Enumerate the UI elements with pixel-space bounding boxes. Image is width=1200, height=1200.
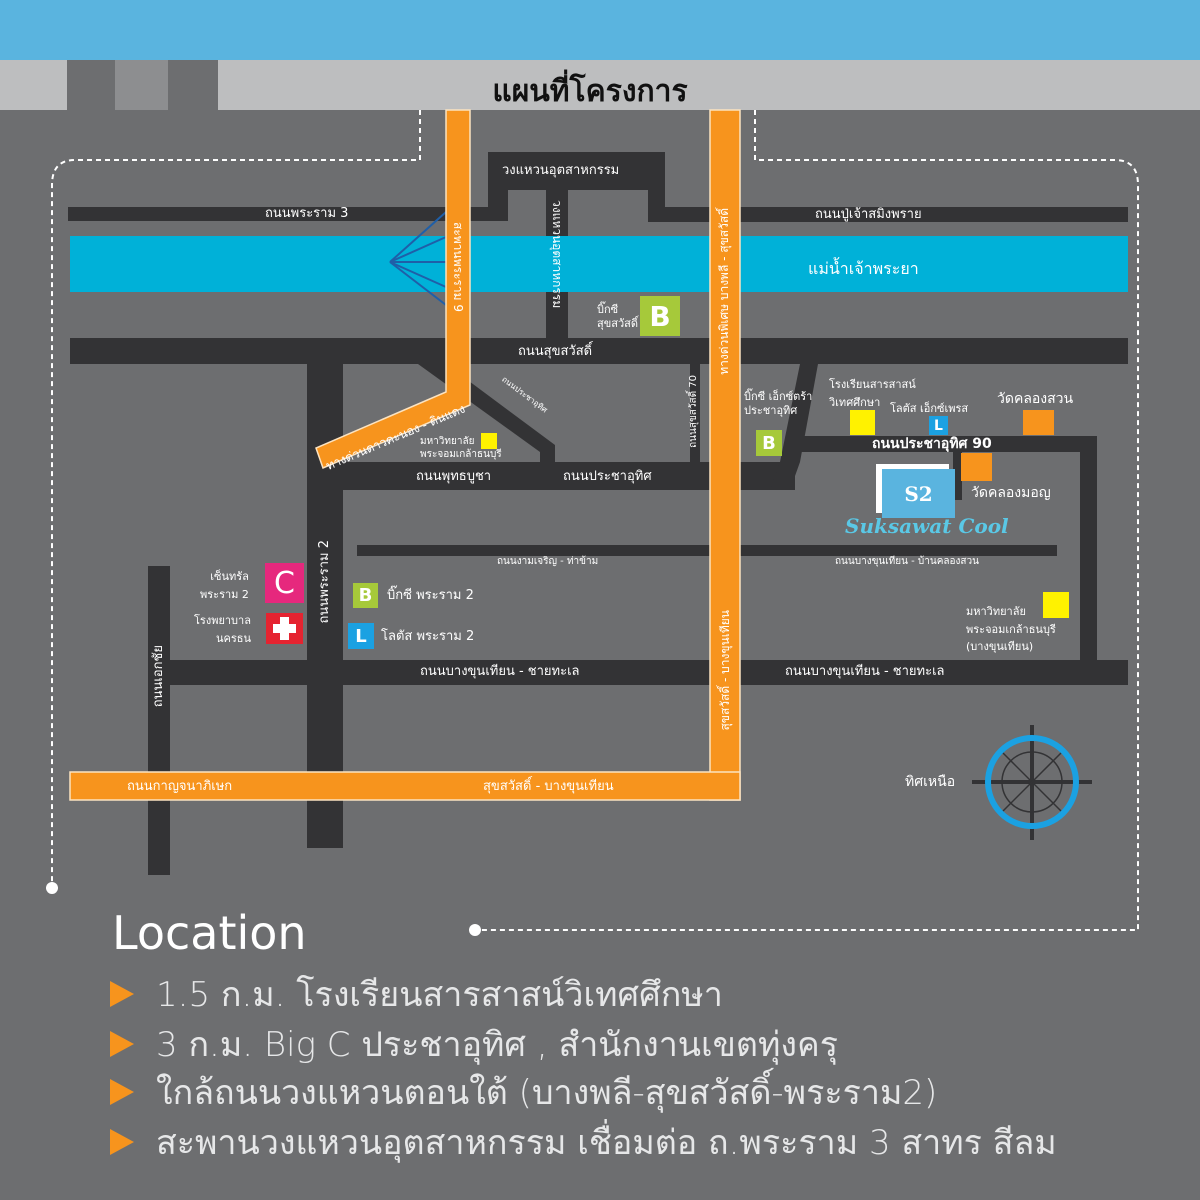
label-ngamcharoen: ถนนงามเจริญ - ท่าข้าม <box>497 556 599 567</box>
dashed-border <box>51 110 1139 931</box>
place-wat-klongmon: วัดคลองมอญ <box>971 485 1051 501</box>
place-lotus-express: โลตัส เอ็กซ์เพรส <box>890 402 969 415</box>
label-pracha-uthit90: ถนนประชาอุทิศ 90 <box>872 436 992 452</box>
label-bangkhunthian-klongsuan: ถนนบางขุนเทียน - บ้านคลองสวน <box>835 556 979 567</box>
place-bigc-suksawat: บิ๊กซีสุขสวัสดิ์ <box>597 303 638 330</box>
label-rama9-bridge: สะพานพระราม 9 <box>451 222 465 312</box>
label-ring-top: วงแหวนอุตสาหกรรม <box>502 163 620 178</box>
bullet-triangle-icon <box>110 1031 134 1057</box>
label-suksawat70: ถนนสุขสวัสดิ์ 70 <box>688 375 699 448</box>
road-suksawat70 <box>690 364 700 462</box>
label-rama2: ถนนพระราม 2 <box>317 540 332 624</box>
road-suksawat <box>70 338 1128 364</box>
label-kanchanaphisek: ถนนกาญจนาภิเษก <box>127 779 233 794</box>
expressway-rama9 <box>315 109 471 470</box>
expressways <box>69 109 741 801</box>
temple-marker <box>961 453 992 481</box>
place-lotus-rama2: โลตัส พระราม 2 <box>381 629 475 644</box>
label-suksawat-bkt-vertical: สุขสวัสดิ์ - บางขุนเทียน <box>718 610 732 731</box>
project-logo-icon: S2 <box>882 469 955 518</box>
road-ring-leg <box>488 152 508 221</box>
hospital-icon <box>266 613 303 644</box>
label-ring-vertical: วงแหวนอุตสาหกรรม <box>550 200 564 309</box>
place-kmutt: มหาวิทยาลัยพระจอมเกล้าธนบุรี <box>420 436 502 460</box>
project-logo: S2 <box>876 464 955 518</box>
road-pracha-uthit90-east <box>1080 436 1097 662</box>
central-marker: C <box>265 563 304 603</box>
place-wat-klongsuan: วัดคลองสวน <box>997 391 1074 407</box>
lotus-marker: L <box>929 416 948 435</box>
road-ring-leg <box>648 152 665 222</box>
bullet-triangle-icon <box>110 981 134 1007</box>
location-item: ใกล้ถนนวงแหวนตอนใต้ (บางพลี-สุขสวัสดิ์-พ… <box>110 1065 937 1119</box>
location-item: สะพานวงแหวนอุตสาหกรรม เชื่อมต่อ ถ.พระราม… <box>110 1115 1057 1169</box>
location-item: 3 ก.ม. Big C ประชาอุทิศ , สำนักงานเขตทุ่… <box>110 1017 838 1071</box>
bigc-marker: B <box>640 296 680 336</box>
compass-label: ทิศเหนือ <box>905 774 956 790</box>
label-bkt-right: ถนนบางขุนเทียน - ชายทะเล <box>785 664 945 679</box>
border-dot <box>469 924 481 936</box>
road-pracha-uthit90 <box>795 436 1097 452</box>
label-suksawat-bkt-bottom: สุขสวัสดิ์ - บางขุนเทียน <box>483 779 614 794</box>
label-river: แม่น้ำเจ้าพระยา <box>808 259 919 278</box>
place-hospital: โรงพยาบาลนครธน <box>194 614 251 645</box>
label-pu-chao: ถนนปู่เจ้าสมิงพราย <box>815 207 922 222</box>
place-central: เซ็นทรัลพระราม 2 <box>200 570 249 601</box>
bridge-cables <box>389 211 447 306</box>
expressway-bottom <box>69 771 741 801</box>
border-dot <box>46 882 58 894</box>
temple-marker <box>1023 410 1054 435</box>
top-bar <box>0 0 1200 60</box>
label-bkt-left: ถนนบางขุนเทียน - ชายทะเล <box>420 664 580 679</box>
university-marker <box>1043 592 1069 618</box>
compass-icon <box>972 725 1092 840</box>
bigc-marker: B <box>353 583 378 608</box>
road-bangkhunthian <box>148 660 1128 685</box>
road-ring-top <box>488 152 665 190</box>
project-name: Suksawat Cool <box>845 514 1009 538</box>
bigc-marker: B <box>756 430 782 456</box>
label-expressway-right: ทางด่วนพิเศษ บางพลี - สุขสวัสดิ์ <box>717 208 731 375</box>
university-marker <box>481 433 497 449</box>
label-pracha-uthit: ถนนประชาอุทิศ <box>563 469 652 484</box>
place-school: โรงเรียนสารสาสน์วิเทศศึกษา <box>829 378 916 409</box>
location-item: 1.5 ก.ม. โรงเรียนสารสาสน์วิเทศศึกษา <box>110 967 723 1021</box>
river <box>70 236 1128 292</box>
dashed-border-left <box>51 110 421 885</box>
road-ekkachai <box>148 566 170 875</box>
location-title: Location <box>112 906 307 960</box>
place-bigc-rama2: บิ๊กซี พระราม 2 <box>387 588 474 603</box>
roads <box>68 152 1128 875</box>
bullet-triangle-icon <box>110 1079 134 1105</box>
road-diagonal-east <box>770 364 818 490</box>
place-bigc-extra: บิ๊กซี เอ็กซ์ตร้าประชาอุทิศ <box>744 390 813 417</box>
dashed-border-right <box>475 110 1139 931</box>
road-ngamcharoen <box>357 545 1057 556</box>
label-suksawat: ถนนสุขสวัสดิ์ <box>518 344 593 359</box>
expressway-kanchanaphisek <box>709 109 741 801</box>
bullet-triangle-icon <box>110 1129 134 1155</box>
label-phutthabucha: ถนนพุทธบูชา <box>416 469 492 484</box>
road-rama3 <box>68 207 508 221</box>
lotus-marker: L <box>348 623 374 649</box>
road-small <box>953 452 962 500</box>
page-title: แผนที่โครงการ <box>492 74 688 109</box>
header-block <box>67 60 115 110</box>
place-kmutt-bkt: มหาวิทยาลัยพระจอมเกล้าธนบุรี(บางขุนเทียน… <box>966 605 1056 654</box>
label-ekkachai: ถนนเอกชัย <box>151 645 166 708</box>
header-block <box>168 60 218 110</box>
road-pu-chao <box>665 207 1128 222</box>
label-rama3: ถนนพระราม 3 <box>265 206 349 221</box>
header-block <box>115 60 168 110</box>
school-marker <box>850 410 875 435</box>
